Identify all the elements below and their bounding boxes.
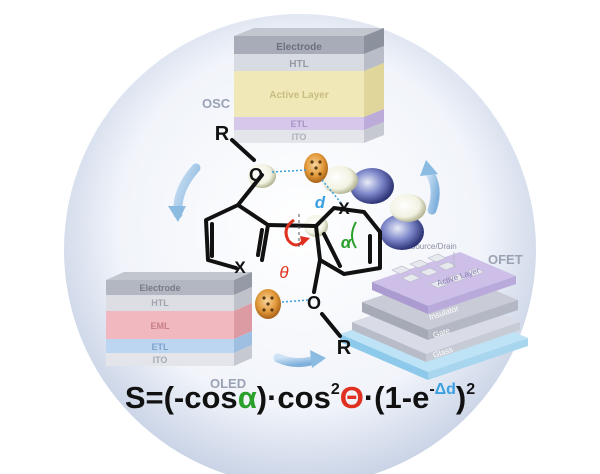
molecule-bonds: [204, 138, 382, 338]
osc-device-name: OSC: [202, 96, 231, 111]
oled-layer-etl: [106, 339, 234, 353]
ofet-source-drain-pads: [391, 253, 485, 289]
oled-device-stack: Electrode HTL EML ETL ITO: [106, 272, 252, 366]
oled-layer-electrode: [106, 280, 234, 295]
ofet-device-name: OFET: [488, 252, 523, 267]
cycle-arrow-bottom: [273, 353, 319, 368]
substituent-r-top: R: [215, 123, 230, 145]
formula-mid: )·cos: [257, 380, 331, 415]
angle-symbol-alpha: α: [341, 233, 353, 252]
oled-layer-htl: [106, 295, 234, 311]
bithiophene-molecule: O R X X O R d α θ: [204, 123, 426, 359]
oled-layer-eml: [106, 311, 234, 339]
formula-dot: ·(1-e: [364, 380, 429, 415]
cycle-arrow-bottom-head: [310, 350, 326, 368]
atom-x-left: X: [234, 258, 246, 277]
substituent-r-bottom: R: [337, 337, 352, 359]
orbital-lobe-white-right: [390, 194, 426, 222]
oled-device-name: OLED: [210, 376, 246, 391]
distance-symbol-d: d: [315, 193, 326, 212]
osc-label-active: Active Layer: [269, 90, 329, 101]
formula-exp-neg: -: [429, 381, 434, 398]
formula-s: S=(-cos: [125, 380, 238, 415]
rotation-arrow-head: [300, 236, 310, 246]
formula-alpha: α: [238, 380, 257, 415]
angle-symbol-theta: θ: [279, 263, 289, 282]
oled-label-etl: ETL: [152, 342, 170, 352]
oled-label-ito: ITO: [153, 355, 168, 365]
oled-label-electrode: Electrode: [139, 283, 180, 293]
alpha-arc: [351, 221, 357, 249]
ofet-device-stack: Source/Drain Active Layer Insulator Gate…: [340, 242, 528, 380]
lone-pair-dots-top: [310, 160, 322, 176]
formula-close: ): [456, 380, 466, 415]
cycle-arrow-left-head: [168, 206, 186, 222]
osc-label-electrode: Electrode: [276, 42, 322, 53]
osc-layer-etl: [234, 117, 364, 130]
cycle-arrow-right-head: [420, 160, 438, 176]
oled-label-eml: EML: [151, 321, 171, 331]
osc-label-ito: ITO: [292, 132, 307, 142]
osc-label-htl: HTL: [289, 59, 308, 70]
osc-layer-active: [234, 71, 364, 117]
distance-line-bottom: [281, 299, 309, 303]
formula-exp-2a: 2: [331, 381, 340, 398]
oled-layer-ito: [106, 353, 234, 366]
formula-theta: Θ: [340, 380, 364, 415]
oled-label-htl: HTL: [151, 298, 169, 308]
formula-d: d: [446, 381, 456, 398]
distance-line-top: [271, 169, 307, 173]
atom-oxygen-top: O: [249, 165, 263, 185]
osc-layer-ito: [234, 130, 364, 143]
atom-oxygen-bottom: O: [307, 293, 321, 313]
distance-line-d: [321, 179, 343, 205]
formula-delta: Δ: [435, 381, 447, 398]
order-parameter-formula: S=(-cosα)·cos2Θ·(1-e-Δd)2: [125, 380, 475, 415]
ofet-layer-active: [372, 252, 516, 306]
orbital-lobe-white-top: [322, 166, 358, 194]
osc-layer-htl: [234, 54, 364, 71]
orbital-lobe-blue-top: [350, 168, 394, 204]
formula-exp-2b: 2: [466, 381, 475, 398]
osc-layer-electrode: [234, 36, 364, 54]
osc-device-stack: Electrode HTL Active Layer ETL ITO: [234, 28, 384, 143]
osc-label-etl: ETL: [291, 119, 309, 129]
lone-pair-dots-bottom: [262, 296, 274, 312]
ofet-label-source-drain: Source/Drain: [410, 242, 457, 251]
orbital-lobe-blue-bottom: [380, 214, 424, 250]
atom-x-right: X: [338, 199, 350, 218]
